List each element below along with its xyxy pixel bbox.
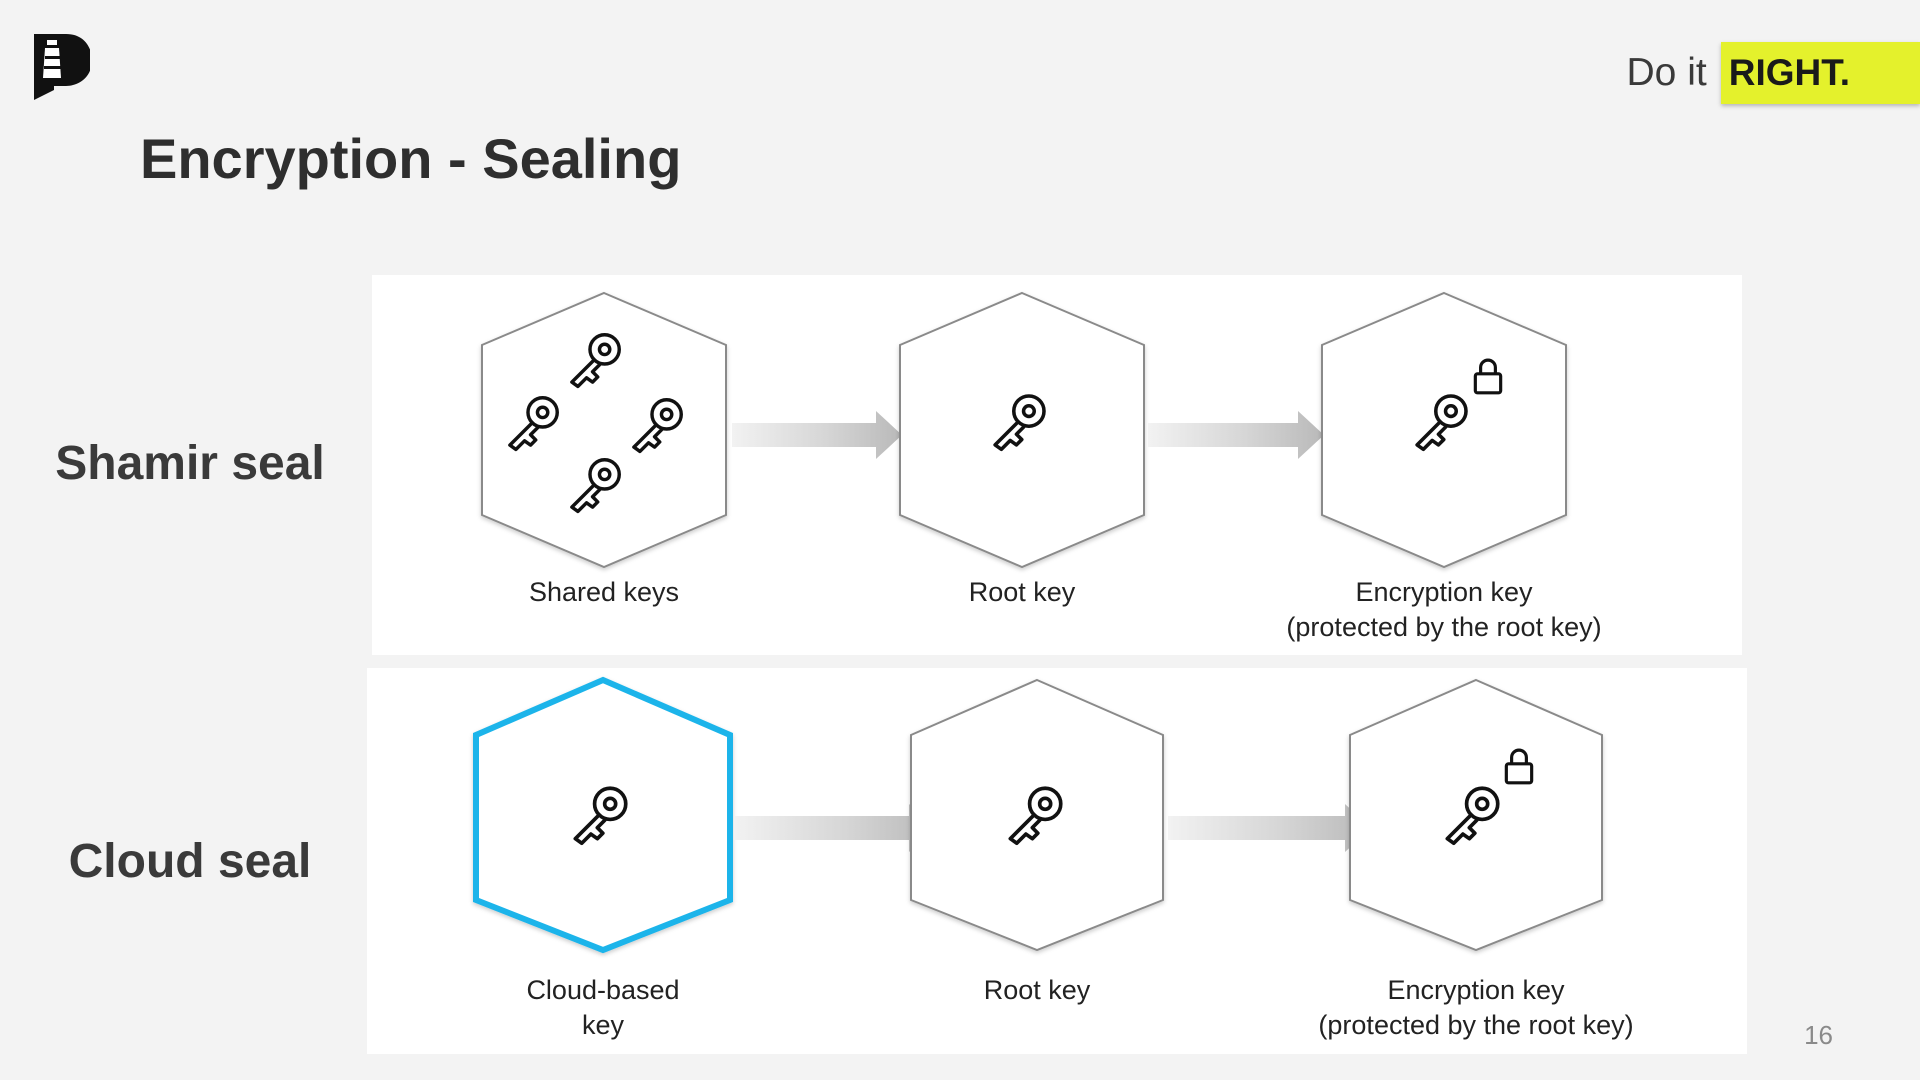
arrow-icon (1168, 804, 1371, 852)
hexagon-shared-keys (481, 291, 727, 569)
caption-root-key: Root key (968, 577, 1076, 607)
caption-root-key: Root key (983, 975, 1091, 1005)
hexagon-root-key (910, 678, 1164, 952)
hexagon-encryption-key (1349, 678, 1603, 952)
tagline-prefix: Do it (1626, 51, 1707, 94)
brand-logo-icon (30, 30, 92, 102)
hexagon-encryption-key (1321, 291, 1567, 569)
tagline-highlight: RIGHT. (1720, 42, 1920, 104)
slide-title: Encryption - Sealing (140, 127, 682, 190)
row-label-shamir-seal: Shamir seal (55, 437, 325, 490)
page-number: 16 (1804, 1020, 1833, 1050)
arrow-icon (732, 411, 902, 459)
caption-shared-keys: Shared keys (528, 577, 680, 607)
tagline: Do it RIGHT. (1627, 42, 1920, 104)
caption-encryption-key: Encryption key (protected by the root ke… (1318, 975, 1634, 1040)
arrow-icon (735, 804, 935, 852)
row-label-cloud-seal: Cloud seal (68, 835, 312, 888)
caption-encryption-key: Encryption key (protected by the root ke… (1286, 577, 1602, 642)
caption-cloud-based-key: Cloud-based key (526, 975, 680, 1040)
arrow-icon (1148, 411, 1324, 459)
hexagon-root-key (899, 291, 1145, 569)
cloud-seal-panel: Cloud-based key Root key Encryption key … (367, 668, 1747, 1054)
hexagon-cloud-based-key (473, 676, 733, 954)
shamir-seal-panel: Shared keys Root key Encryption key (pro… (372, 275, 1742, 655)
